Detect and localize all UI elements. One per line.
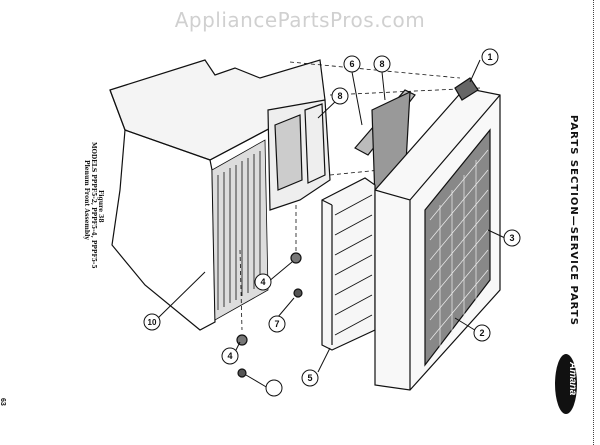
assembly-subtitle: Plenum Front Assembly bbox=[83, 160, 90, 240]
callout-1: 1 bbox=[487, 52, 492, 62]
figure-label: Figure 38 bbox=[97, 190, 104, 223]
amana-logo: Amana bbox=[555, 354, 578, 414]
callout-3: 3 bbox=[509, 233, 514, 243]
callout-8-left: 8 bbox=[337, 91, 342, 101]
callout-5: 5 bbox=[307, 373, 312, 383]
callout-10: 10 bbox=[148, 318, 157, 327]
callout-4-lower: 4 bbox=[227, 351, 232, 361]
models-label: MODELS PPPF5-2, PPPF5-4, PPPF5-5 bbox=[90, 142, 97, 269]
watermark: AppliancePartsPros.com bbox=[174, 8, 426, 32]
section-title: PARTS SECTION—SERVICE PARTS bbox=[568, 115, 579, 326]
callout-8-right: 8 bbox=[379, 59, 384, 69]
callout-6: 6 bbox=[349, 59, 354, 69]
callout-2: 2 bbox=[479, 328, 484, 338]
callout-4-upper: 4 bbox=[260, 277, 265, 287]
svg-text:Amana: Amana bbox=[567, 361, 578, 396]
callout-7: 7 bbox=[274, 319, 279, 329]
page-edge-dotted-line bbox=[593, 0, 595, 445]
page-number: 63 bbox=[0, 398, 6, 406]
